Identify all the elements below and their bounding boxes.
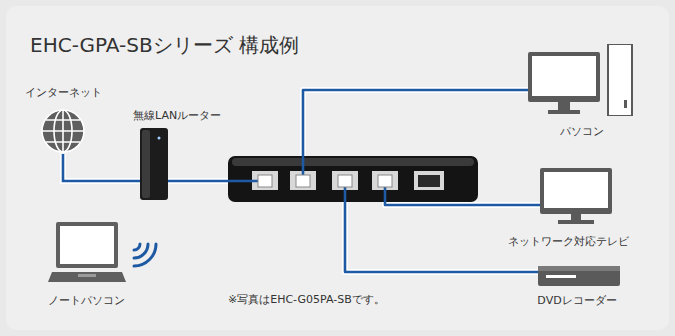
switch-top <box>232 158 474 166</box>
plug <box>296 175 310 187</box>
network-cable <box>63 154 140 181</box>
cable-halo <box>63 154 140 181</box>
wire <box>168 90 540 272</box>
wifi-arc <box>134 244 156 266</box>
device-icon: パソコン <box>528 44 634 116</box>
plug <box>378 175 392 187</box>
device-icon: インターネット <box>40 108 86 154</box>
port <box>332 171 358 190</box>
device-label: 無線LANルーター <box>133 109 221 122</box>
wire-plugs <box>258 175 392 187</box>
port <box>372 171 398 190</box>
wifi-symbol <box>134 244 156 266</box>
footnote: ※写真はEHC-G05PA-SBです。 <box>228 293 385 306</box>
switch-body <box>228 156 478 202</box>
device-label: パソコン <box>560 125 604 138</box>
switch-wires <box>168 90 540 272</box>
device-icon: DVDレコーダー <box>538 262 620 288</box>
device-icon: ノートパソコン <box>48 222 126 286</box>
device-label: インターネット <box>25 86 102 99</box>
device-label: DVDレコーダー <box>537 294 616 307</box>
wifi-arc <box>134 244 140 250</box>
diagram-title: EHC-GPA-SBシリーズ 構成例 <box>30 33 299 57</box>
cable-line <box>63 154 140 181</box>
wifi-arc <box>134 244 148 258</box>
device-icon: ネットワーク対応テレビ <box>540 168 612 224</box>
device-icon: 無線LANルーター <box>140 128 168 200</box>
device-label: ノートパソコン <box>48 294 125 307</box>
plug <box>258 175 272 187</box>
port-opening <box>418 175 440 187</box>
plug <box>338 175 352 187</box>
wire-halo <box>168 90 540 272</box>
device-label: ネットワーク対応テレビ <box>508 235 629 248</box>
switch-wires <box>168 90 540 272</box>
port <box>414 171 444 190</box>
network-switch <box>228 156 478 202</box>
